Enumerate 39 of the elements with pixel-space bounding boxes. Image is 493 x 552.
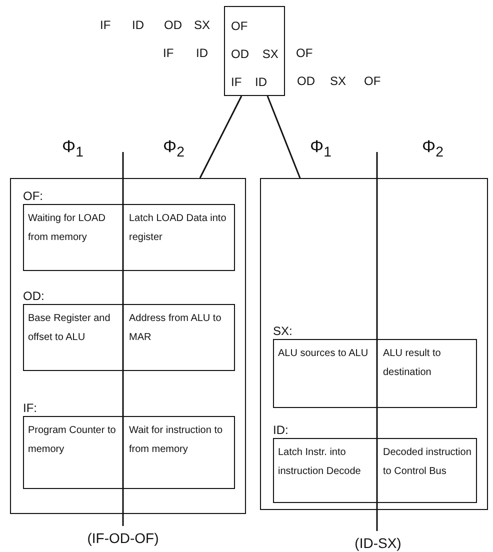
stage-label: OF bbox=[296, 46, 313, 60]
phase-label: Φ$_{1}$ bbox=[310, 140, 332, 160]
section-heading: SX: bbox=[273, 324, 292, 338]
step-text: Address from ALU to MAR bbox=[128, 312, 222, 345]
stage-label: SX bbox=[330, 74, 346, 88]
stage-label: OD bbox=[297, 74, 315, 88]
phase-label: Φ$_{1}$ bbox=[62, 140, 84, 160]
phase-label: Φ$_{2}$ bbox=[422, 140, 444, 160]
stage-group-box bbox=[10, 178, 246, 514]
stage-label: ID bbox=[132, 18, 144, 32]
stage-label: OF bbox=[231, 19, 248, 33]
section-heading: OF: bbox=[23, 189, 43, 203]
stage-group-box bbox=[260, 178, 488, 510]
box-label: (ID-SX) bbox=[354, 535, 402, 551]
stage-label: OF bbox=[364, 74, 381, 88]
step-text: ALU sources to ALU bbox=[277, 347, 370, 361]
box-label: (IF-OD-OF) bbox=[87, 530, 159, 546]
connector-line bbox=[199, 96, 242, 178]
step-text: Waiting for LOAD from memory bbox=[27, 212, 106, 245]
section-heading: IF: bbox=[23, 401, 37, 415]
section-heading: ID: bbox=[273, 423, 288, 437]
section-heading: OD: bbox=[23, 289, 44, 303]
step-text: Wait for instruction to from memory bbox=[128, 424, 224, 457]
stage-label: IF ID bbox=[231, 75, 267, 89]
step-text: Latch LOAD Data into register bbox=[128, 212, 228, 245]
stage-label: ID bbox=[196, 46, 208, 60]
connector-line bbox=[266, 96, 301, 178]
pipeline-window-box bbox=[224, 6, 285, 96]
phase-label: Φ$_{2}$ bbox=[163, 140, 184, 160]
step-text: Base Register and offset to ALU bbox=[27, 312, 112, 345]
stage-label: SX bbox=[194, 18, 210, 32]
step-text: ALU result to destination bbox=[382, 347, 442, 380]
step-text: Decoded instruction to Control Bus bbox=[382, 446, 472, 479]
stage-label: IF bbox=[100, 18, 111, 32]
stage-label: OD bbox=[164, 18, 182, 32]
stage-label: OD SX bbox=[231, 47, 278, 61]
step-text: Latch Instr. into instruction Decode bbox=[277, 446, 362, 479]
stage-label: IF bbox=[163, 46, 174, 60]
step-text: Program Counter to memory bbox=[27, 424, 117, 457]
